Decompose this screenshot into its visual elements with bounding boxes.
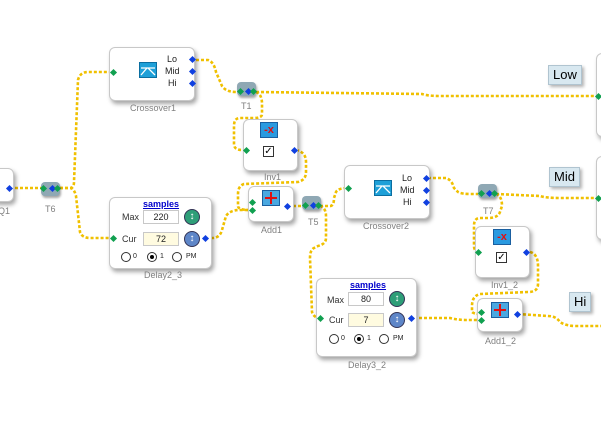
wire-t5-crossover2 [320,186,349,208]
inv1-node[interactable] [243,119,298,171]
add1-caption: Add1 [261,225,283,235]
crossover2-hi-label: Hi [403,197,412,207]
crossover-icon [139,62,157,78]
t5-caption: T5 [308,217,319,227]
wire-crossover2-t7 [428,176,478,196]
inv1-checkbox[interactable]: ✓ [263,146,274,157]
delay3-2-cur-field[interactable]: 7 [348,313,384,327]
wire-t6-delay2 [60,186,113,240]
crossover2-caption: Crossover2 [363,221,410,231]
delay2-3-cur-label: Cur [122,234,137,244]
wire-t7-mid [495,192,595,200]
q1-node[interactable] [0,168,14,202]
delay2-3-radio-1[interactable] [147,252,157,262]
crossover1-lo-label: Lo [167,54,178,64]
delay3-2-radio-pm[interactable] [379,334,389,344]
output-label-low: Low [548,65,582,85]
delay2-3-samples-link[interactable]: samples [143,199,180,209]
crossover2-mid-label: Mid [400,185,415,195]
add-icon [262,190,280,206]
delay2-3-max-field[interactable]: 220 [143,210,179,224]
wire-t1-inv1 [232,90,264,152]
delay3-2-radio-1[interactable] [354,334,364,344]
delay3-2-max-adjust-icon[interactable]: ↕ [389,291,405,307]
delay2-3-radio-0[interactable] [121,252,131,262]
delay2-3-radio-0-label: 0 [133,253,137,260]
add1-2-caption: Add1_2 [485,336,517,346]
delay2-3-radio-pm[interactable] [172,252,182,262]
wire-inv1-add1 [236,148,308,212]
delay2-3-radio-1-label: 1 [160,253,164,260]
delay3-2-radio-0-label: 0 [341,335,345,342]
wire-t6-crossover1 [60,70,113,190]
q1-caption: Q1 [0,206,11,216]
wire-t1-low [255,90,595,98]
delay2-3-max-adjust-icon[interactable]: ↕ [184,209,200,225]
delay3-2-caption: Delay3_2 [348,360,387,370]
crossover2-lo-label: Lo [402,173,413,183]
delay2-3-cur-adjust-icon[interactable]: ↕ [184,231,200,247]
t7-caption: T7 [483,206,494,216]
add-icon [491,302,509,318]
inv1-2-caption: Inv1_2 [491,280,519,290]
wire-delay2-add1 [196,208,250,240]
inv1-2-checkbox[interactable]: ✓ [496,252,507,263]
delay3-2-max-field[interactable]: 80 [348,292,384,306]
invert-icon: -x [493,229,511,245]
delay3-2-cur-adjust-icon[interactable]: ↕ [389,312,405,328]
crossover1-hi-label: Hi [168,78,177,88]
delay2-3-max-label: Max [122,212,140,222]
delay2-3-cur-field[interactable]: 72 [143,232,179,246]
output-label-hi: Hi [569,292,592,312]
delay3-2-radio-pm-label: PM [393,335,404,342]
wire-delay3-add1_2 [414,316,480,322]
wire-crossover1-t1 [196,58,240,94]
crossover1-mid-label: Mid [165,66,180,76]
inv1-caption: Inv1 [264,172,282,182]
delay3-2-cur-label: Cur [329,315,344,325]
wire-inv1_2-add1_2 [470,250,540,316]
delay3-2-radio-1-label: 1 [367,335,371,342]
t1-caption: T1 [241,101,252,111]
delay2-3-caption: Delay2_3 [144,270,183,280]
delay2-3-radio-pm-label: PM [186,253,197,260]
crossover-icon [374,180,392,196]
crossover1-caption: Crossover1 [130,103,177,113]
output-label-mid: Mid [549,167,580,187]
invert-icon: -x [260,122,278,138]
delay3-2-max-label: Max [327,295,345,305]
delay3-2-samples-link[interactable]: samples [350,280,387,290]
wire-add1_2-hi [517,312,601,328]
t6-caption: T6 [45,204,56,214]
wire-t7-inv1_2 [472,192,504,254]
delay3-2-radio-0[interactable] [329,334,339,344]
